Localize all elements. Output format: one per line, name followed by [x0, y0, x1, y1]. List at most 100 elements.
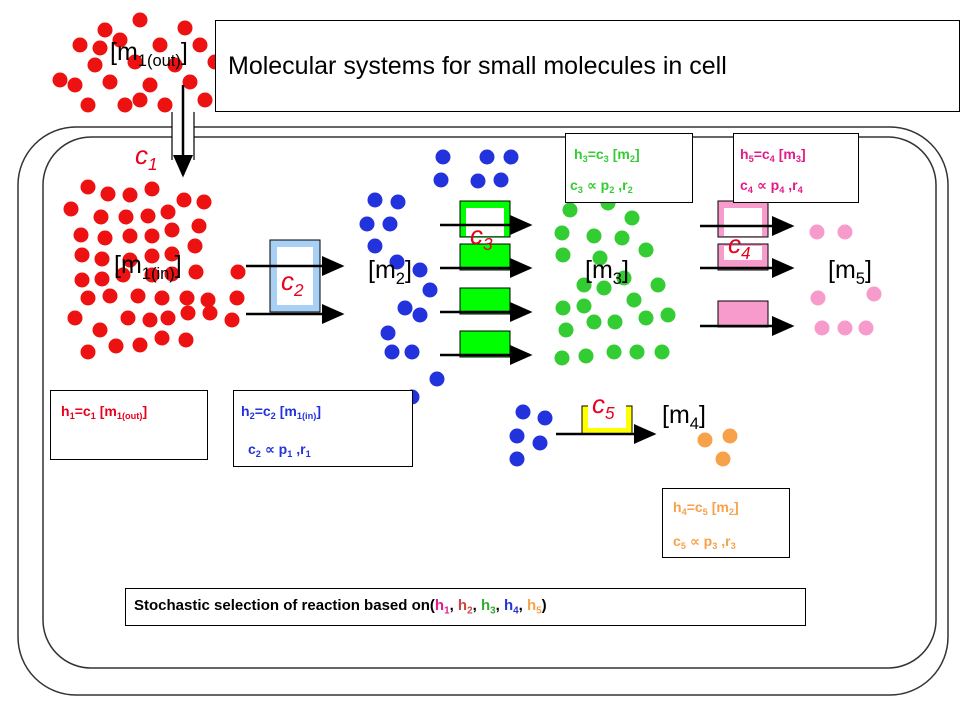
molecule-m1-in-15 [164, 222, 180, 238]
molecule-m2-7 [503, 149, 519, 165]
label-c4: c4 [728, 229, 751, 263]
molecule-m1-in-26 [144, 267, 160, 283]
molecule-m1-in-19 [122, 252, 138, 268]
molecule-m1-in-29 [230, 264, 246, 280]
molecule-m1-in-38 [92, 322, 108, 338]
molecule-m3-16 [558, 322, 574, 338]
molecule-m2-0 [367, 192, 383, 208]
molecule-m1-in-40 [142, 312, 158, 328]
molecule-m1-in-7 [140, 208, 156, 224]
molecule-m1-out-19 [132, 92, 148, 108]
molecule-m2-10 [493, 172, 509, 188]
molecule-m2-5 [435, 149, 451, 165]
molecule-m1-out-10 [102, 74, 118, 90]
propensity-h2-line1: h2=c2 [m1(in)] [241, 403, 321, 422]
molecule-m1-out-0 [132, 12, 148, 28]
molecule-m2-13 [380, 325, 396, 341]
molecule-m3-6 [555, 247, 571, 263]
enzyme-c3-slot-2 [459, 243, 511, 271]
molecule-m1-out-2 [72, 37, 88, 53]
molecule-m5-3 [866, 286, 882, 302]
molecule-m5-2 [810, 290, 826, 306]
label-m3: [m3] [585, 256, 629, 288]
molecules-layer [52, 12, 882, 467]
molecule-m1-in-27 [164, 266, 180, 282]
propensity-h3-line2: c3 ∝ p2 ,r2 [570, 177, 633, 196]
molecule-m3-23 [606, 344, 622, 360]
molecule-m1-out-6 [127, 54, 143, 70]
molecule-m2-1 [390, 194, 406, 210]
molecule-m3-7 [592, 250, 608, 266]
molecule-m4b-2 [715, 451, 731, 467]
molecule-m1-in-0 [80, 179, 96, 195]
molecule-m3-24 [629, 344, 645, 360]
propensity-h4-line2: c5 ∝ p3 ,r3 [673, 533, 736, 552]
molecule-m3-25 [654, 344, 670, 360]
molecule-m1-in-20 [144, 248, 160, 264]
molecule-m5-5 [837, 320, 853, 336]
enzyme-c4-slot-3 [717, 300, 769, 328]
molecule-m1-in-16 [191, 218, 207, 234]
footer-box [125, 588, 806, 626]
footer-h5: h5 [526, 597, 542, 617]
molecule-m2-14 [384, 344, 400, 360]
molecule-m1-in-46 [108, 338, 124, 354]
label-c1: c1 [135, 140, 158, 174]
molecule-m5-0 [809, 224, 825, 240]
propensity-box-h1 [50, 390, 208, 460]
molecule-m1-out-20 [92, 40, 108, 56]
label-m1-in: [m1(in)] [114, 251, 182, 283]
molecule-m4-3 [532, 435, 548, 451]
label-m4: [m4] [662, 401, 706, 433]
molecule-m1-in-32 [130, 288, 146, 304]
molecule-m1-in-31 [102, 288, 118, 304]
molecule-m1-in-22 [187, 238, 203, 254]
molecule-m1-in-18 [94, 251, 110, 267]
molecule-m3-21 [554, 350, 570, 366]
molecule-m1-in-44 [224, 312, 240, 328]
molecule-m3-9 [576, 277, 592, 293]
molecule-m1-in-25 [115, 267, 131, 283]
cell-membrane-outer [17, 126, 949, 696]
propensity-h5-line2: c4 ∝ p4 ,r4 [740, 177, 803, 196]
molecule-m1-in-4 [63, 201, 79, 217]
molecule-m1-out-5 [87, 57, 103, 73]
molecule-m1-in-14 [144, 228, 160, 244]
molecule-m2-20 [389, 254, 405, 270]
molecule-m2-19 [422, 282, 438, 298]
molecule-m1-in-21 [164, 246, 180, 262]
molecule-m1-out-11 [142, 77, 158, 93]
label-c2: c2 [281, 266, 304, 300]
label-c5: c5 [592, 389, 615, 423]
molecule-m4-2 [509, 428, 525, 444]
molecule-m1-out-3 [112, 32, 128, 48]
propensity-box-h3 [565, 133, 693, 203]
footer-h1: h1 [434, 597, 450, 617]
molecule-m1-out-18 [192, 37, 208, 53]
molecule-m1-in-24 [94, 271, 110, 287]
molecule-m5-4 [814, 320, 830, 336]
molecule-m3-11 [616, 270, 632, 286]
propensity-box-h5 [733, 133, 859, 203]
molecule-m2-16 [429, 371, 445, 387]
enzyme-c3-slot-4 [459, 330, 511, 358]
footer-h3: h3 [480, 597, 496, 617]
molecule-m3-20 [660, 307, 676, 323]
molecule-m3-10 [596, 280, 612, 296]
molecule-m3-17 [586, 314, 602, 330]
propensity-box-h2 [233, 390, 413, 467]
molecule-m1-in-8 [160, 204, 176, 220]
molecule-m1-in-9 [176, 192, 192, 208]
molecule-m1-in-10 [196, 194, 212, 210]
propensity-h1-line1: h1=c1 [m1(out)] [61, 403, 148, 422]
molecule-m1-in-37 [67, 310, 83, 326]
molecule-m1-out-17 [97, 22, 113, 38]
molecule-m1-out-12 [182, 74, 198, 90]
molecule-m1-in-34 [179, 290, 195, 306]
propensity-h3-line1: h3=c3 [m2] [574, 146, 640, 165]
molecule-m4-4 [509, 451, 525, 467]
molecule-m1-in-23 [74, 272, 90, 288]
footer-h4: h4 [503, 597, 519, 617]
molecule-m1-in-6 [118, 209, 134, 225]
